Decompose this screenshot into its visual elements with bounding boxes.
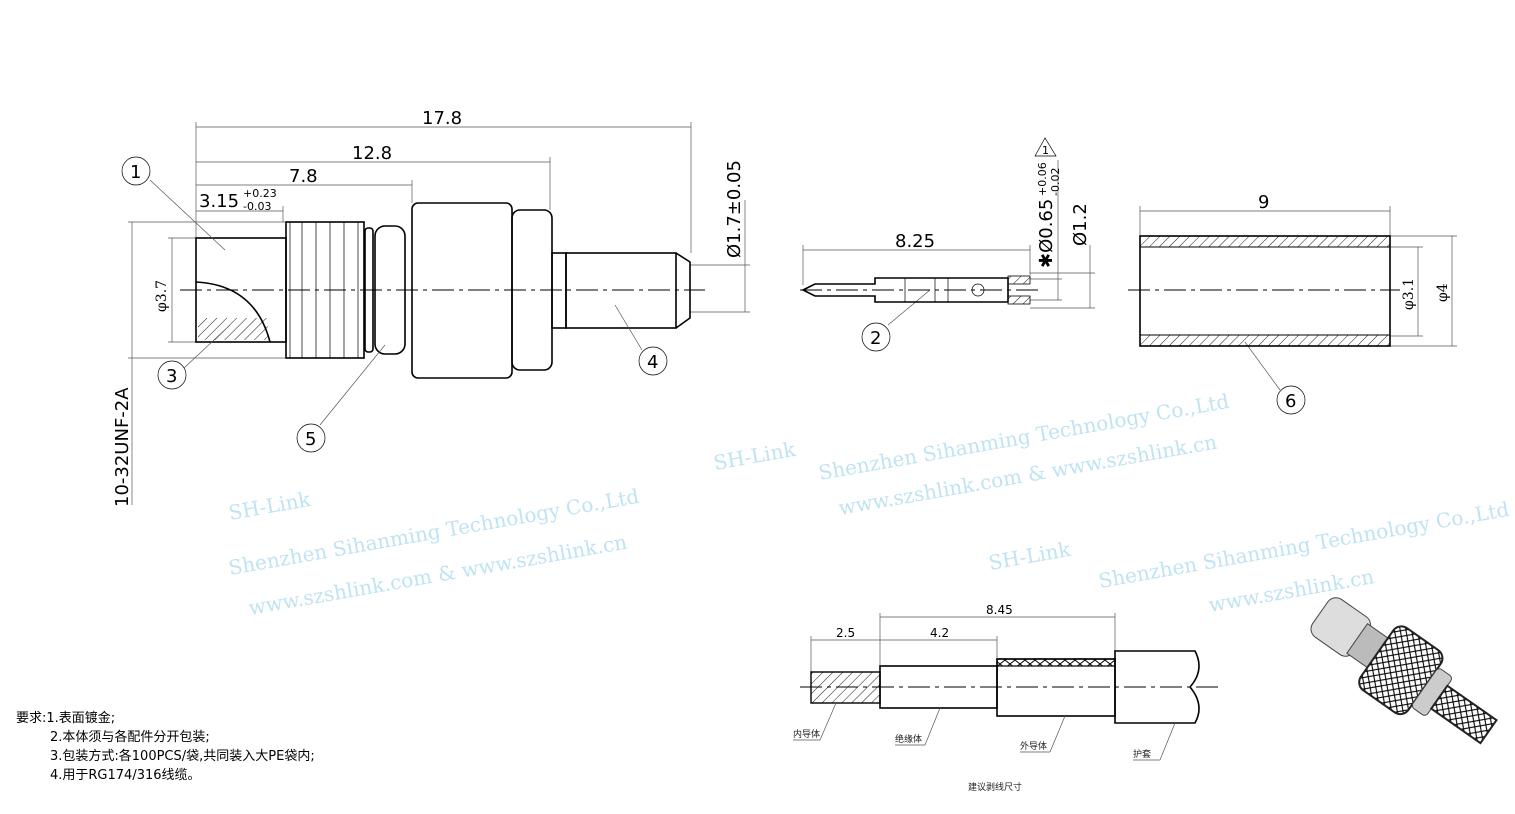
balloon-2: 2 [861, 322, 891, 352]
balloon-6: 6 [1276, 385, 1306, 415]
watermark-brand: SH-Link [712, 437, 798, 475]
strip-caption: 建议剥线尺寸 [968, 781, 1022, 793]
label-inner-conductor: 内导体 [793, 728, 820, 740]
dim-dia-0-65-plus: +0.06 [1036, 162, 1049, 196]
critical-dimension-triangle [1034, 137, 1057, 157]
watermark: SH-Link Shenzhen Sihanming Technology Co… [227, 389, 1511, 620]
label-outer-conductor: 外导体 [1020, 740, 1047, 752]
balloon-1: 1 [121, 156, 151, 186]
connector-3d-image [1310, 597, 1498, 745]
dim-3-15-plus: +0.23 [243, 187, 277, 200]
dim-strip-insulation: 4.2 [930, 626, 949, 640]
dim-7-8: 7.8 [289, 166, 318, 187]
thread-spec: 10-32UNF-2A [112, 387, 133, 507]
dim-dia-1-2: Ø1.2 [1070, 203, 1091, 246]
svg-text:4: 4 [647, 352, 658, 373]
svg-text:6: 6 [1285, 391, 1296, 412]
dim-overall: 17.8 [422, 108, 462, 129]
label-dielectric: 绝缘体 [895, 733, 922, 745]
dim-tube-length: 9 [1258, 192, 1269, 213]
dim-pin-length: 8.25 [895, 231, 935, 252]
watermark-brand: SH-Link [227, 487, 313, 525]
connector-front-view: 17.8 12.8 7.8 3.15 +0.23 -0.03 Ø1.7±0.05… [112, 108, 750, 507]
dim-3-15: 3.15 [199, 191, 239, 212]
dim-strip-inner: 2.5 [836, 626, 855, 640]
dielectric-hatch [198, 318, 268, 340]
balloon-3: 3 [157, 360, 187, 390]
requirement-item: 4.用于RG174/316线缆。 [50, 768, 201, 783]
label-jacket: 护套 [1133, 748, 1151, 760]
balloon-4: 4 [638, 346, 668, 376]
dim-dia-0-65: ✱Ø0.65 [1036, 199, 1057, 268]
svg-text:5: 5 [305, 429, 316, 450]
balloon-5: 5 [296, 423, 326, 453]
ferrule-view: 9 φ3.1 φ4 6 [1128, 192, 1457, 415]
dim-12-8: 12.8 [352, 143, 392, 164]
dim-dia-0-65-minus: -0.02 [1049, 168, 1062, 196]
dim-dia-3-7: φ3.7 [154, 280, 170, 312]
cable-strip-view: 8.45 2.5 4.2 内导体 绝缘体 外导体 护套 建议剥线尺寸 [793, 603, 1220, 793]
watermark-brand: SH-Link [987, 537, 1073, 575]
pin-view: 8.25 ✱Ø0.65 +0.06 -0.02 1 Ø1.2 2 [800, 137, 1095, 352]
requirements-notes: 要求:1.表面镀金; 2.本体须与各配件分开包装; 3.包装方式:各100PCS… [16, 709, 315, 785]
dim-3-15-minus: -0.03 [243, 200, 271, 213]
svg-text:1: 1 [130, 162, 141, 183]
requirement-item: 3.包装方式:各100PCS/袋,共同装入大PE袋内; [50, 749, 315, 764]
requirement-item: 1.表面镀金; [46, 711, 116, 726]
dim-strip-total: 8.45 [986, 603, 1013, 617]
svg-text:3: 3 [166, 366, 177, 387]
svg-text:2: 2 [870, 328, 881, 349]
dim-dia-3-1: φ3.1 [1401, 278, 1417, 310]
critical-mark: 1 [1042, 144, 1049, 157]
requirement-item: 2.本体须与各配件分开包装; [50, 730, 210, 745]
dim-dia-4: φ4 [1435, 283, 1451, 302]
requirements-title: 要求: [16, 711, 47, 726]
dim-dia-1-7: Ø1.7±0.05 [724, 160, 745, 258]
